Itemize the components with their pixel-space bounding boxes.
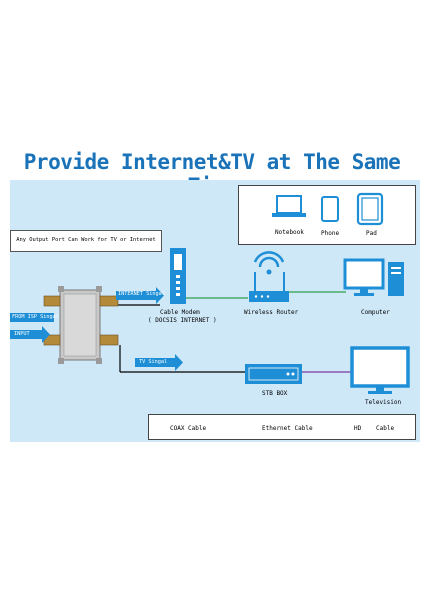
- phone-label: Phone: [321, 230, 340, 237]
- splitter-icon: [43, 286, 119, 364]
- tv-signal-arrow: [135, 354, 183, 371]
- internet-signal-arrow: [116, 287, 164, 304]
- legend-coax-label: COAX Cable: [170, 425, 207, 432]
- internet-signal-label: INTERNET Singal: [118, 291, 165, 297]
- television-label: Television: [365, 399, 402, 406]
- legend-hd-label: HD: [354, 425, 362, 432]
- router-label: Wireless Router: [244, 309, 299, 316]
- legend-ethernet-label: Ethernet Cable: [262, 425, 313, 432]
- pad-icon: [356, 192, 384, 226]
- input-arrow: [10, 326, 50, 343]
- wireless-router-icon: [249, 251, 289, 302]
- from-isp-signal-arrow: [10, 313, 54, 322]
- notebook-icon: [272, 195, 306, 217]
- cable-modem-label: Cable Modem: [160, 309, 200, 316]
- legend-hd-cable-label: Cable: [376, 425, 395, 432]
- legend-box: [148, 414, 416, 440]
- television-icon: [350, 346, 410, 394]
- cable-modem-icon: [170, 248, 186, 304]
- computer-label: Computer: [361, 309, 390, 316]
- mobile-devices-box: [238, 185, 416, 245]
- pad-label: Pad: [366, 230, 377, 237]
- notebook-label: Notebook: [275, 229, 304, 236]
- stb-box-icon: [245, 364, 302, 384]
- stb-label: STB BOX: [262, 390, 288, 397]
- note-text: Any Output Port Can Work for TV or Inter…: [16, 237, 156, 243]
- input-label: INPUT: [14, 331, 30, 337]
- cable-modem-sub-label: ( DOCSIS INTERNET ): [148, 317, 217, 324]
- phone-icon: [321, 196, 339, 222]
- computer-icon: [343, 258, 404, 296]
- from-isp-label: FROM ISP Singal: [12, 314, 59, 320]
- note-box: Any Output Port Can Work for TV or Inter…: [10, 230, 162, 252]
- tv-signal-label: TV Singal: [139, 359, 168, 365]
